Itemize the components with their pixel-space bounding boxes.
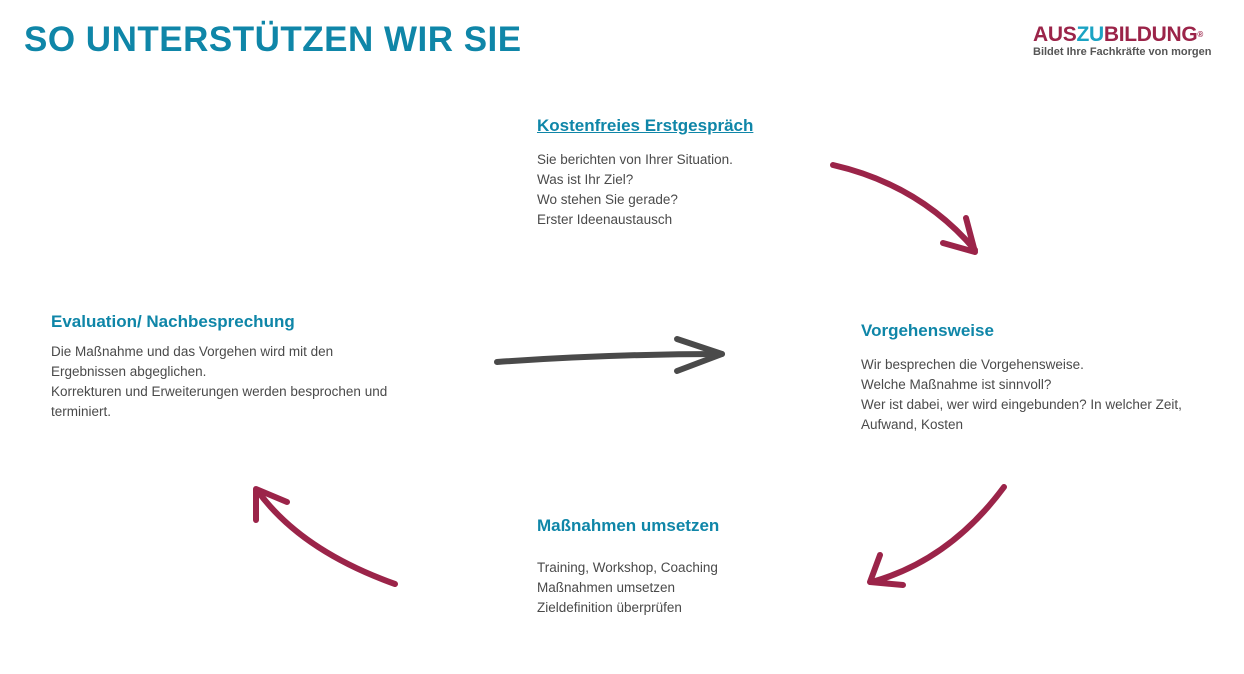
step-line: Was ist Ihr Ziel? xyxy=(537,172,634,187)
logo-text: ZU xyxy=(1076,23,1104,46)
page-title: SO UNTERSTÜTZEN WIR SIE xyxy=(24,20,522,59)
arrow-to-umsetzen-icon xyxy=(867,484,1007,588)
step-line: Wer ist dabei, wer wird eingebunden? In … xyxy=(861,397,1182,412)
arrow-to-vorgehensweise-icon xyxy=(830,162,978,255)
step-line: Maßnahmen umsetzen xyxy=(537,580,676,595)
step-line: Zieldefinition überprüfen xyxy=(537,600,682,615)
step-line: Erster Ideenaustausch xyxy=(537,212,673,227)
logo-text: BILDUNG xyxy=(1103,23,1198,46)
step-erstgespraech: Kostenfreies Erstgespräch Sie berichten … xyxy=(537,116,753,230)
step-vorgehensweise: Vorgehensweise Wir besprechen die Vorgeh… xyxy=(861,321,1182,435)
step-line: Wo stehen Sie gerade? xyxy=(537,192,678,207)
arrow-to-evaluation-icon xyxy=(253,486,398,587)
step-line: Die Maßnahme und das Vorgehen wird mit d… xyxy=(51,344,334,359)
step-line: Training, Workshop, Coaching xyxy=(537,560,718,575)
step-umsetzen: Maßnahmen umsetzen Training, Workshop, C… xyxy=(537,516,719,618)
step-line: Wir besprechen die Vorgehensweise. xyxy=(861,357,1084,372)
step-line: Welche Maßnahme ist sinnvoll? xyxy=(861,377,1052,392)
step-line: Korrekturen und Erweiterungen werden bes… xyxy=(51,384,388,399)
step-line: Aufwand, Kosten xyxy=(861,417,964,432)
step-heading-link[interactable]: Kostenfreies Erstgespräch xyxy=(537,116,754,135)
step-line: Sie berichten von Ihrer Situation. xyxy=(537,152,733,167)
logo-text: AUS xyxy=(1033,23,1077,46)
step-heading: Vorgehensweise xyxy=(861,321,994,340)
step-evaluation: Evaluation/ Nachbesprechung Die Maßnahme… xyxy=(51,312,387,422)
logo-tagline: Bildet Ihre Fachkräfte von morgen xyxy=(1033,46,1212,58)
auszubildung-logo: AUSZUBILDUNG® Bildet Ihre Fachkräfte von… xyxy=(1033,23,1212,59)
arrow-to-erstgespraech-icon xyxy=(494,336,725,374)
step-heading: Maßnahmen umsetzen xyxy=(537,516,720,535)
step-line: terminiert. xyxy=(51,404,112,419)
step-heading: Evaluation/ Nachbesprechung xyxy=(51,312,295,331)
registered-mark: ® xyxy=(1197,30,1204,39)
step-line: Ergebnissen abgeglichen. xyxy=(51,364,207,379)
